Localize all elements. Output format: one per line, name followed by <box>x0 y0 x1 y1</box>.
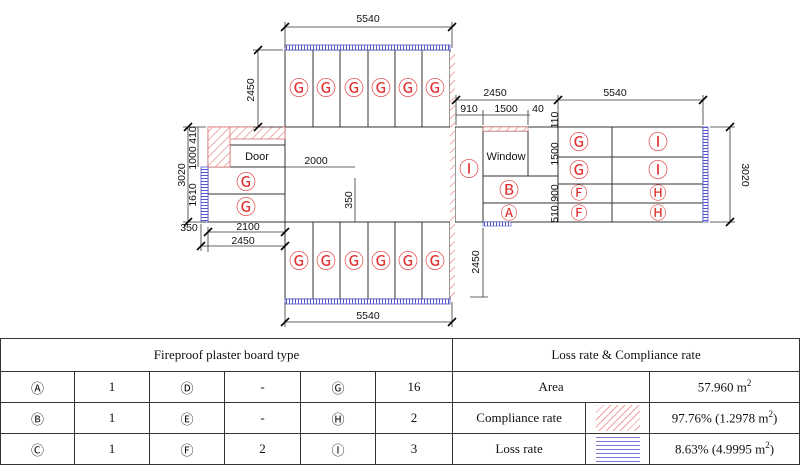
mark-g: Ⓖ <box>569 159 589 182</box>
type-mark: Ⓑ <box>0 402 75 434</box>
dim-lower-2450: 2450 <box>470 250 482 274</box>
table-row: Ⓒ 1 Ⓕ 2 Ⓘ 3 Loss rate 8.63% (4.9995 m2) <box>0 433 800 465</box>
dim-right-1500v: 1500 <box>549 142 561 166</box>
mark-g: Ⓖ <box>371 77 391 100</box>
dim-top-height: 2450 <box>245 78 257 102</box>
dim-right-110: 110 <box>549 111 561 128</box>
type-count: 1 <box>74 371 150 403</box>
dim-right-910: 910 <box>460 103 478 115</box>
board-marks: Ⓖ Ⓖ Ⓖ Ⓖ Ⓖ Ⓖ Ⓖ Ⓖ Ⓖ Ⓖ Ⓖ Ⓖ Ⓖ Ⓖ Ⓘ Ⓑ Ⓐ Ⓖ Ⓖ Ⓕ … <box>236 77 668 273</box>
dim-left-3020: 3020 <box>176 163 188 187</box>
mark-b: Ⓑ <box>499 179 519 202</box>
dim-top-width: 5540 <box>356 13 380 25</box>
mark-g: Ⓖ <box>316 77 336 100</box>
mark-h: Ⓗ <box>650 184 667 203</box>
mark-g: Ⓖ <box>398 77 418 100</box>
type-mark: Ⓓ <box>149 371 225 403</box>
dim-right-900: 900 <box>549 184 561 202</box>
mark-i: Ⓘ <box>648 131 668 154</box>
mark-g: Ⓖ <box>569 131 589 154</box>
floor-plan: 5540 5540 2450 2450 910 1500 40 5540 110… <box>176 13 751 327</box>
mark-g: Ⓖ <box>425 250 445 273</box>
legend-table: Fireproof plaster board type Loss rate &… <box>0 338 800 465</box>
board-type-header: Fireproof plaster board type <box>0 338 454 372</box>
type-count: 2 <box>374 402 454 434</box>
dim-left-1610: 1610 <box>187 183 199 207</box>
mark-g: Ⓖ <box>289 77 309 100</box>
mark-g: Ⓖ <box>289 250 309 273</box>
dim-mid-2000: 2000 <box>304 155 328 167</box>
dim-right-1500: 1500 <box>494 103 518 115</box>
compliance-label: Compliance rate <box>452 402 587 434</box>
mark-g: Ⓖ <box>344 250 364 273</box>
window-label: Window <box>486 151 525 163</box>
mark-a: Ⓐ <box>501 204 518 223</box>
dimension-ticks <box>183 22 735 327</box>
type-mark: Ⓔ <box>149 402 225 434</box>
dim-right-3020: 3020 <box>739 163 751 187</box>
mark-g: Ⓖ <box>344 77 364 100</box>
type-count: - <box>224 371 301 403</box>
dim-left-2100: 2100 <box>236 221 260 233</box>
mark-g: Ⓖ <box>316 250 336 273</box>
loss-areas <box>200 44 709 305</box>
plan-outlines <box>207 49 704 300</box>
mark-g: Ⓖ <box>425 77 445 100</box>
type-mark: Ⓒ <box>0 433 75 465</box>
table-row: Ⓐ 1 Ⓓ - Ⓖ 16 Area 57.960 m2 <box>0 371 800 403</box>
type-count: 1 <box>74 402 150 434</box>
dim-left-410: 410 <box>187 126 199 144</box>
type-count: 16 <box>374 371 454 403</box>
dim-mid-350: 350 <box>343 191 355 209</box>
mark-i: Ⓘ <box>459 158 479 181</box>
room-labels: Door Window <box>245 151 526 163</box>
compliance-areas <box>207 52 529 297</box>
table-row: Ⓑ 1 Ⓔ - Ⓗ 2 Compliance rate 97.76% (1.29… <box>0 402 800 434</box>
mark-f: Ⓕ <box>571 184 588 203</box>
dim-right-2450: 2450 <box>483 87 507 99</box>
dim-bottom-width: 5540 <box>356 310 380 322</box>
type-count: - <box>224 402 301 434</box>
type-count: 3 <box>374 433 454 465</box>
dim-right-510: 510 <box>549 205 561 223</box>
loss-swatch <box>585 433 651 465</box>
type-mark: Ⓕ <box>149 433 225 465</box>
dim-left-350: 350 <box>180 222 198 234</box>
mark-g: Ⓖ <box>398 250 418 273</box>
mark-g: Ⓖ <box>371 250 391 273</box>
loss-label: Loss rate <box>452 433 587 465</box>
window-area <box>482 126 559 223</box>
area-value: 57.960 m2 <box>649 371 800 403</box>
legend-table-wrap: Fireproof plaster board type Loss rate &… <box>0 338 800 469</box>
dim-left-2450: 2450 <box>231 235 255 247</box>
compliance-swatch <box>585 402 651 434</box>
type-mark: Ⓐ <box>0 371 75 403</box>
rate-header: Loss rate & Compliance rate <box>452 338 800 372</box>
type-mark: Ⓘ <box>300 433 376 465</box>
mark-f: Ⓕ <box>571 204 588 223</box>
area-label: Area <box>452 371 651 403</box>
mark-g: Ⓖ <box>236 196 256 219</box>
mark-i: Ⓘ <box>648 159 668 182</box>
mark-g: Ⓖ <box>236 171 256 194</box>
type-count: 1 <box>74 433 150 465</box>
loss-value: 8.63% (4.9995 m2) <box>649 433 800 465</box>
dim-right-5540: 5540 <box>603 87 627 99</box>
mark-h: Ⓗ <box>650 204 667 223</box>
type-mark: Ⓗ <box>300 402 376 434</box>
type-count: 2 <box>224 433 301 465</box>
central-room <box>284 126 456 223</box>
dim-left-1000: 1000 <box>187 146 199 170</box>
compliance-value: 97.76% (1.2978 m2) <box>649 402 800 434</box>
dim-right-40: 40 <box>532 103 544 115</box>
door-label: Door <box>245 151 269 163</box>
type-mark: Ⓖ <box>300 371 376 403</box>
dimension-texts: 5540 5540 2450 2450 910 1500 40 5540 110… <box>176 13 751 322</box>
